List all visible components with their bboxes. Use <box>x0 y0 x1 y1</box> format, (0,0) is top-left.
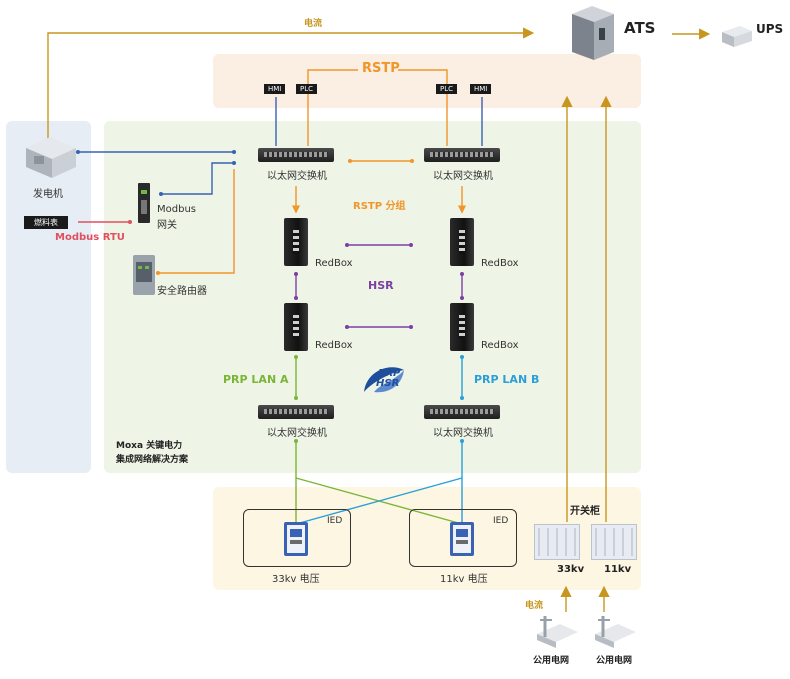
power-line-generator-ats <box>47 27 535 140</box>
switchgear-label: 开关柜 <box>570 506 600 517</box>
ats-cabinet-icon <box>572 6 614 60</box>
prp-lan-a-label: PRP LAN A <box>223 373 289 386</box>
redbox-label-top-left: RedBox <box>315 258 353 269</box>
ied-box-33kv <box>243 509 351 567</box>
ethernet-switch-top-right <box>424 148 500 162</box>
ied-label-11kv: IED <box>493 516 509 526</box>
ied-label-33kv: IED <box>327 516 343 526</box>
prp-logo-text-bottom: HSR <box>376 378 400 389</box>
secure-router-label: 安全路由器 <box>157 286 207 297</box>
prp-hsr-logo-icon <box>364 367 404 393</box>
redbox-bottom-right <box>450 303 474 351</box>
ied-icon <box>450 522 474 556</box>
rstp-group-label: RSTP 分组 <box>353 201 406 212</box>
kv11-label: 11kv <box>604 564 632 575</box>
prp-logo-text-top: PRP <box>378 368 401 379</box>
gateway-switch-link <box>161 162 234 195</box>
plc-tag-left: PLC <box>296 84 318 94</box>
generator-zone <box>6 121 91 473</box>
redbox-label-bottom-right: RedBox <box>481 340 519 351</box>
modbus-gateway-label-1: Modbus <box>157 204 196 215</box>
modbus-rtu-label: Modbus RTU <box>55 232 125 243</box>
redbox-top-right <box>450 218 474 266</box>
switch-label-bottom-right: 以太网交换机 <box>433 428 493 439</box>
modbus-gateway-icon <box>138 183 150 223</box>
modbus-gateway-label-2: 网关 <box>157 220 177 231</box>
voltage-label-11kv: 11kv 电压 <box>440 574 488 585</box>
prp-lan-b-label: PRP LAN B <box>474 373 540 386</box>
hmi-tag-left: HMI <box>264 84 286 94</box>
utility-grid-icon <box>537 616 578 648</box>
ethernet-switch-bottom-left <box>258 405 334 419</box>
switch-label-top-left: 以太网交换机 <box>267 171 327 182</box>
lan-b-ied-33kv <box>295 477 463 525</box>
solution-title-2: 集成网络解决方案 <box>116 455 189 465</box>
solution-title-1: Moxa 关键电力 <box>116 441 183 451</box>
kv33-label: 33kv <box>557 564 585 575</box>
plc-tag-right: PLC <box>436 84 458 94</box>
network-zone <box>104 121 641 473</box>
switchgear-icon <box>534 524 580 560</box>
plc-left-link <box>307 69 358 146</box>
hsr-label: HSR <box>368 279 394 292</box>
ethernet-switch-top-left <box>258 148 334 162</box>
power-flow-label-bottom: 电流 <box>525 601 544 611</box>
utility-grid-icon <box>595 616 636 648</box>
power-flow-label-top: 电流 <box>304 19 323 29</box>
ied-box-11kv <box>409 509 517 567</box>
switchgear-icon <box>591 524 637 560</box>
ups-label: UPS <box>756 22 784 36</box>
ups-icon <box>722 26 752 47</box>
router-switch-link <box>158 169 235 274</box>
plc-right-link <box>398 69 448 146</box>
switch-label-bottom-left: 以太网交换机 <box>267 428 327 439</box>
generator-label: 发电机 <box>33 189 63 200</box>
redbox-top-left <box>284 218 308 266</box>
ats-label: ATS <box>624 19 656 37</box>
hmi-tag-right: HMI <box>470 84 492 94</box>
rstp-label: RSTP <box>362 61 400 76</box>
ied-icon <box>284 522 308 556</box>
ethernet-switch-bottom-right <box>424 405 500 419</box>
secure-router-icon <box>133 255 155 295</box>
redbox-label-top-right: RedBox <box>481 258 519 269</box>
public-grid-label-right: 公用电网 <box>596 656 633 666</box>
redbox-label-bottom-left: RedBox <box>315 340 353 351</box>
switch-label-top-right: 以太网交换机 <box>433 171 493 182</box>
generator-icon <box>26 137 76 178</box>
fuel-meter-tag: 燃料表 <box>24 216 68 229</box>
voltage-label-33kv: 33kv 电压 <box>272 574 320 585</box>
public-grid-label-left: 公用电网 <box>533 656 570 666</box>
redbox-bottom-left <box>284 303 308 351</box>
